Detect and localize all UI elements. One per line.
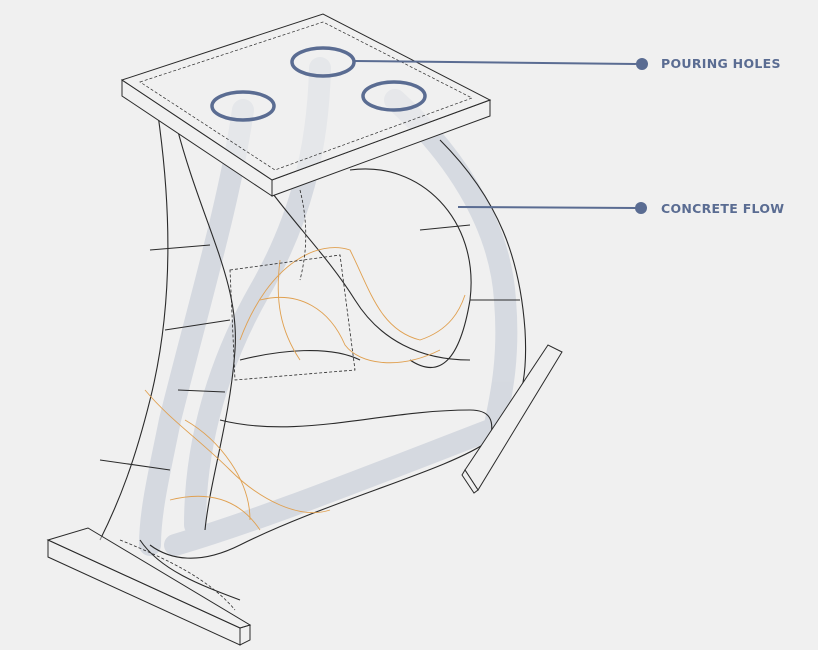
right-plate bbox=[461, 344, 563, 494]
reinforcement-lines bbox=[144, 247, 466, 531]
pouring-hole-right bbox=[361, 80, 427, 112]
flow-path-left bbox=[139, 99, 254, 556]
flow-path-bottom bbox=[164, 419, 501, 556]
pouring-holes-label: POURING HOLES bbox=[661, 56, 781, 71]
bottom-left-plate bbox=[46, 527, 252, 646]
leader-pouring-holes bbox=[353, 58, 648, 70]
hidden-lines bbox=[119, 189, 356, 611]
flow-path-right bbox=[384, 89, 518, 436]
pouring-hole-left bbox=[210, 90, 276, 122]
structure-outline bbox=[99, 114, 527, 601]
concrete-flow-label: CONCRETE FLOW bbox=[661, 201, 785, 216]
top-plate bbox=[120, 13, 492, 197]
leader-concrete-flow bbox=[457, 202, 647, 214]
